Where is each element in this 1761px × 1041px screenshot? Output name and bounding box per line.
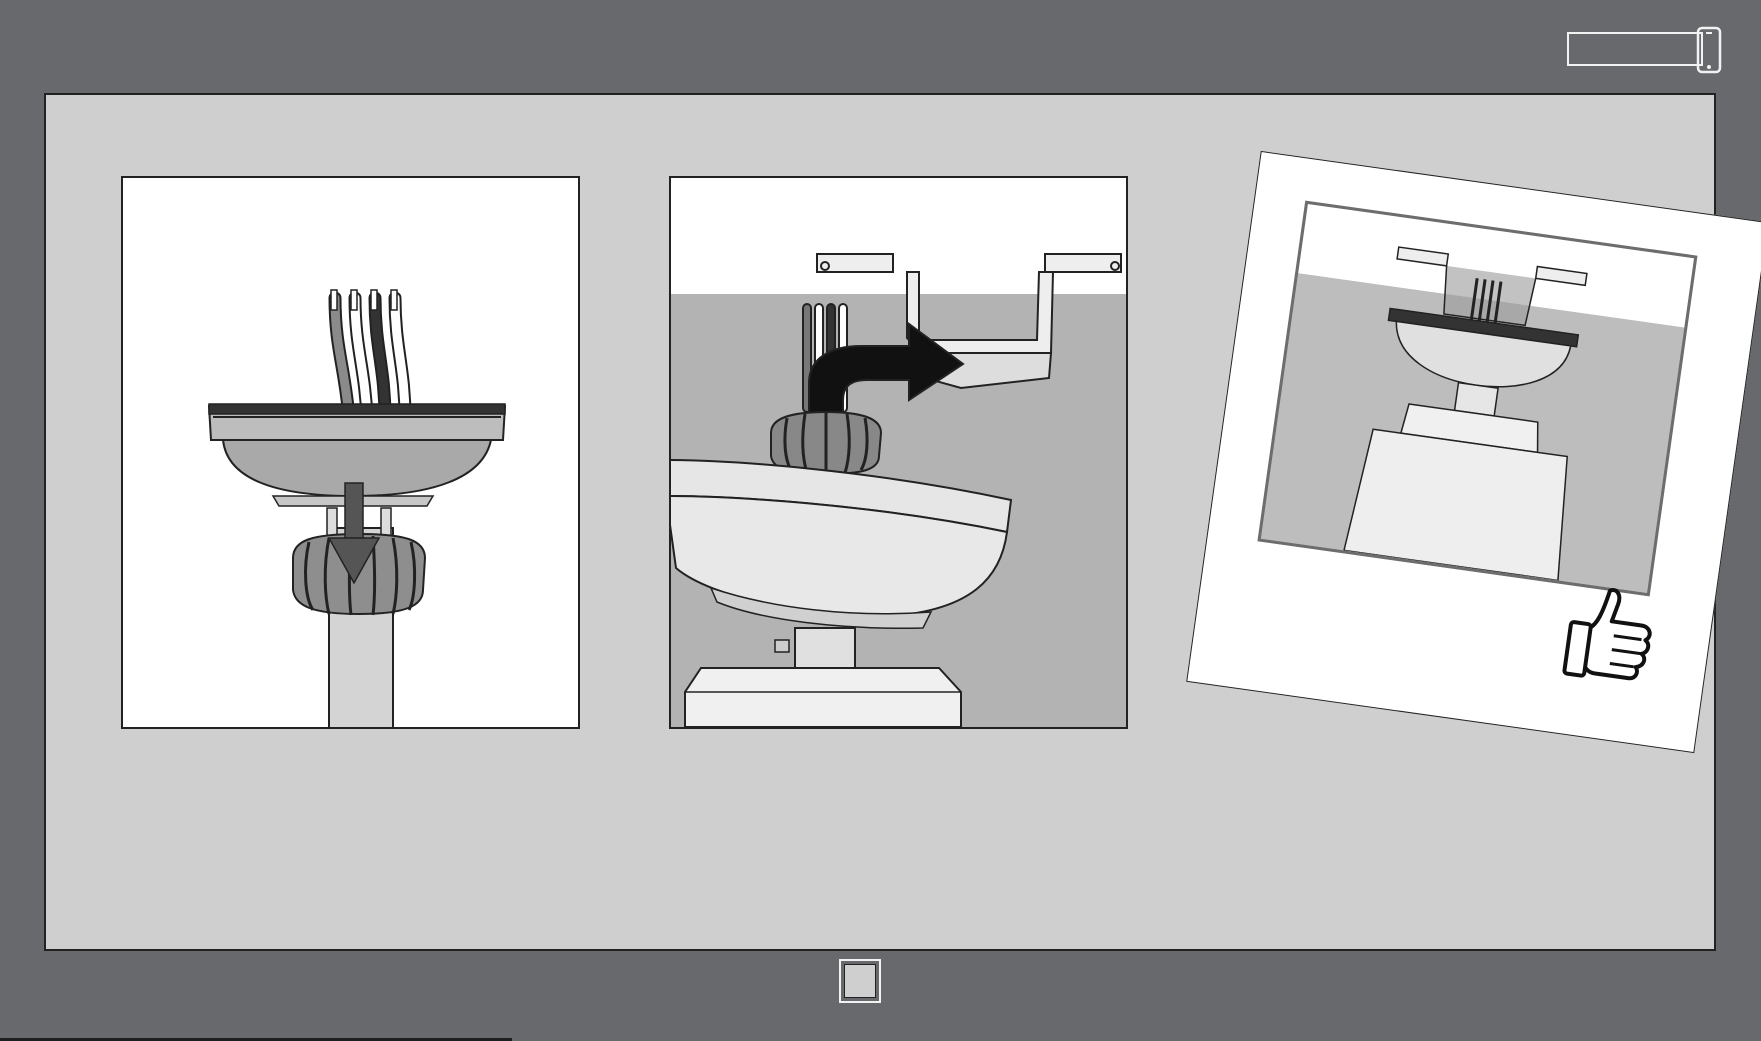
step-3-photo-card <box>1186 151 1761 753</box>
header-label-box <box>1567 32 1703 66</box>
thumbs-up-icon <box>1560 578 1665 690</box>
page-indicator[interactable] <box>839 959 881 1003</box>
step-1-illustration <box>121 176 580 729</box>
step-3-illustration <box>1257 201 1697 597</box>
step-2-illustration <box>669 176 1128 729</box>
page-indicator-square <box>844 964 876 998</box>
phone-icon[interactable] <box>1696 26 1722 74</box>
